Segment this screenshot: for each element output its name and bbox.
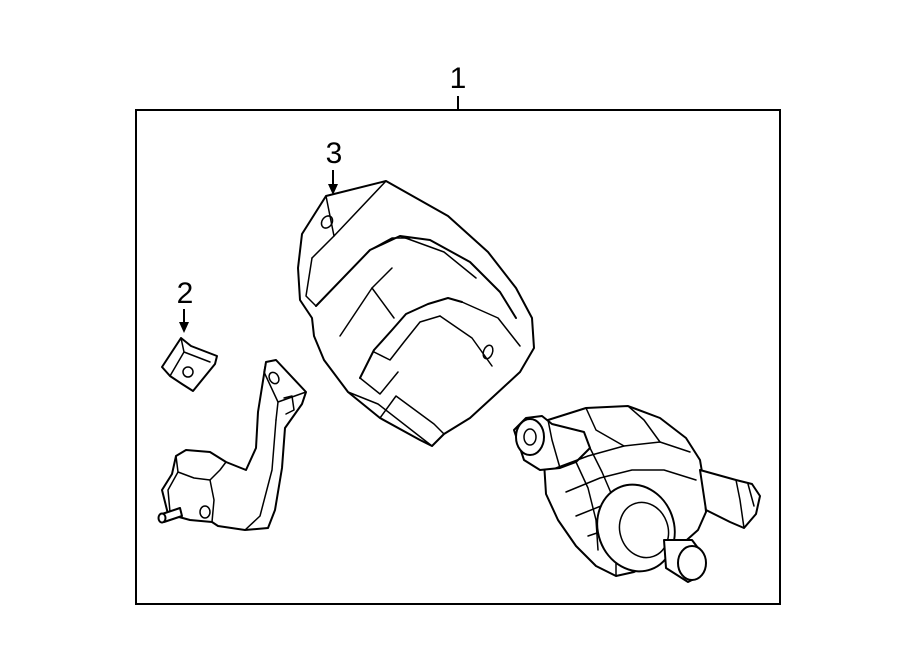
callout-2-arrow xyxy=(179,309,189,333)
pump-cover-part[interactable] xyxy=(297,180,535,447)
callout-3-label[interactable]: 3 xyxy=(326,137,343,170)
callout-3-arrow xyxy=(328,170,338,195)
small-bracket-part[interactable] xyxy=(161,337,218,392)
callout-1-label[interactable]: 1 xyxy=(450,62,467,95)
water-pump-part[interactable] xyxy=(513,405,761,583)
callout-2-label[interactable]: 2 xyxy=(177,277,194,310)
mounting-bracket-part[interactable] xyxy=(157,359,307,531)
